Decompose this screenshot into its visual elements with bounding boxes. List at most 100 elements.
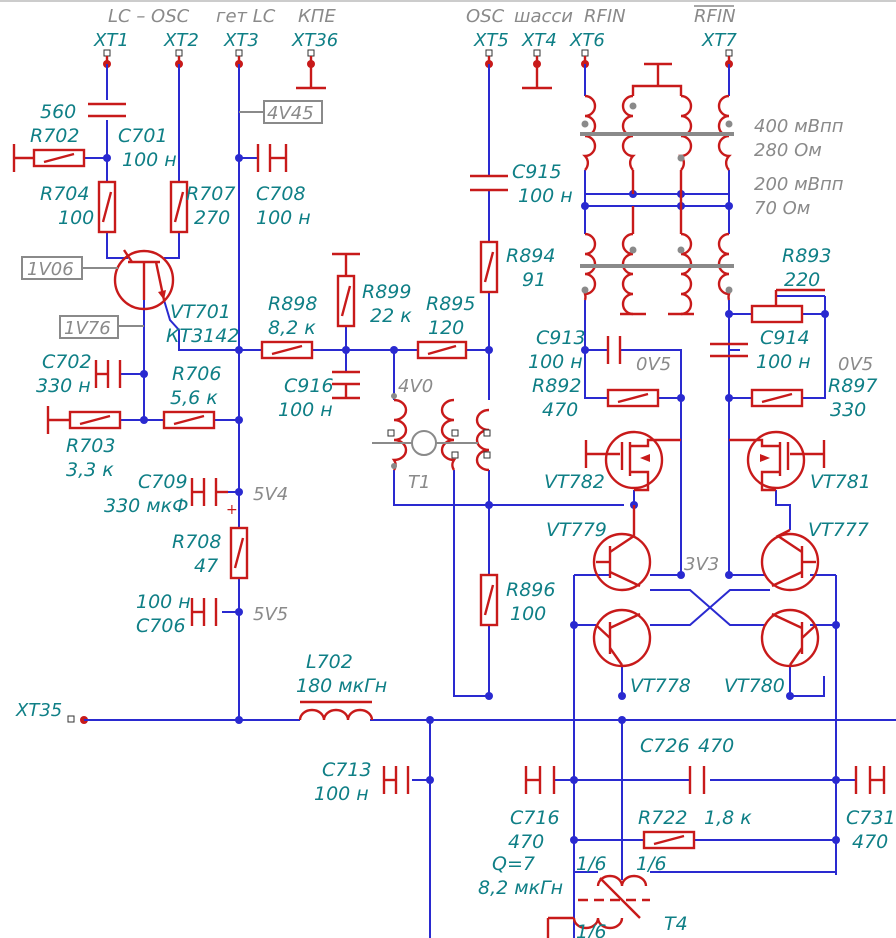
- resistor-r704: [97, 180, 117, 234]
- header-xt7: RFIN: [694, 6, 736, 27]
- value-c713: 100 н: [314, 783, 369, 805]
- rf-transformer-bank: [580, 62, 734, 316]
- label-r899: R899: [362, 281, 411, 303]
- value-r898: 8,2 к: [268, 317, 316, 339]
- transformer-t4: [546, 874, 650, 938]
- resistor-r898: [260, 340, 314, 360]
- header-xt3: гет LC: [216, 6, 276, 27]
- net-label-5v5: 5V5: [253, 604, 288, 625]
- capacitor-c914: [710, 342, 748, 358]
- resistor-r722: [642, 830, 696, 850]
- resistor-r897: [750, 388, 804, 408]
- label-c708: C708: [256, 183, 306, 205]
- label-c731: C731: [846, 807, 896, 829]
- note-line1: 400 мВпп: [754, 116, 844, 137]
- value-vt701: КТ3142: [166, 325, 239, 347]
- label-r894: R894: [506, 245, 555, 267]
- capacitor-c702: [94, 360, 122, 388]
- transformer-notes: 400 мВпп 280 Ом 200 мВпп 70 Ом: [754, 116, 844, 219]
- capacitor-c916: [332, 370, 360, 400]
- label-c915: C915: [512, 161, 562, 183]
- label-c913: C913: [536, 327, 586, 349]
- t4-q-factor: Q=7: [492, 853, 535, 875]
- value-r894: 91: [522, 269, 546, 291]
- label-c706: C706: [136, 615, 186, 637]
- connector-xt2: XT2: [163, 30, 199, 51]
- connector-pins: [67, 49, 733, 724]
- label-r702: R702: [30, 125, 79, 147]
- value-c731: 470: [852, 831, 888, 853]
- label-vt701: VT701: [170, 301, 231, 323]
- resistor-r896: [479, 573, 499, 627]
- resistor-r708: [229, 526, 249, 580]
- transistor-vt779: [592, 505, 652, 592]
- label-c914: C914: [760, 327, 810, 349]
- t4-tap2: 1/6: [636, 853, 667, 875]
- header-xt36: КПЕ: [298, 6, 336, 27]
- wires: [84, 64, 896, 938]
- label-c702: C702: [42, 351, 92, 373]
- label-vt781: VT781: [810, 471, 871, 493]
- value-t4: 8,2 мкГн: [478, 877, 563, 899]
- label-r722: R722: [638, 807, 687, 829]
- capacitor-c726: [688, 766, 706, 794]
- label-c916: C916: [284, 375, 334, 397]
- connector-xt36: XT36: [291, 30, 338, 51]
- value-r707: 270: [194, 207, 230, 229]
- value-c913: 100 н: [528, 351, 583, 373]
- value-c560: 560: [40, 101, 76, 123]
- mosfet-vt781: [729, 430, 826, 492]
- value-r703: 3,3 к: [66, 459, 114, 481]
- capacitor-c915: [470, 174, 508, 192]
- header-xt1: LC – OSC: [108, 6, 190, 27]
- inductor-l702: [298, 700, 374, 721]
- connector-xt5: XT5: [473, 30, 509, 51]
- value-l702: 180 мкГн: [296, 675, 387, 697]
- note-line2: 280 Ом: [754, 140, 822, 161]
- resistor-r703: [46, 406, 122, 434]
- capacitor-c731: [854, 766, 886, 794]
- label-vt779: VT779: [546, 519, 607, 541]
- transistor-vt777: [760, 528, 820, 592]
- label-c713: C713: [322, 759, 372, 781]
- net-label-4v0: 4V0: [398, 376, 433, 397]
- value-r899: 22 к: [370, 305, 412, 327]
- capacitor-c706: [190, 598, 218, 626]
- connector-xt6: XT6: [569, 30, 605, 51]
- net-label-1v76: 1V76: [64, 318, 111, 339]
- connector-xt7: XT7: [701, 30, 737, 51]
- label-r707: R707: [186, 183, 235, 205]
- value-r895: 120: [428, 317, 464, 339]
- value-c701: 100 н: [122, 149, 177, 171]
- label-t4: T4: [664, 913, 688, 935]
- value-c916: 100 н: [278, 399, 333, 421]
- label-r896: R896: [506, 579, 555, 601]
- t4-tap3: 1/6: [576, 921, 607, 938]
- value-c706: 100 н: [136, 591, 191, 613]
- value-r893: 220: [784, 269, 820, 291]
- mosfet-vt782: [584, 430, 681, 492]
- label-c709: C709: [138, 471, 188, 493]
- resistor-r895: [416, 340, 468, 360]
- capacitor-c713: [382, 766, 410, 794]
- resistor-r899: [332, 252, 360, 328]
- net-label-5v4: 5V4: [253, 484, 288, 505]
- capacitor-c709: +: [190, 478, 238, 518]
- resistor-r706: [162, 410, 216, 430]
- header-xt5: OSC: [466, 6, 505, 27]
- resistor-r892: [606, 388, 660, 408]
- capacitor-c708: [256, 144, 288, 172]
- label-r704: R704: [40, 183, 89, 205]
- label-r898: R898: [268, 293, 317, 315]
- connector-ids: XT1 XT2 XT3 XT36 XT5 XT4 XT6 XT7 XT35: [15, 30, 737, 721]
- resistor-r707: [169, 180, 189, 234]
- value-r897: 330: [830, 399, 866, 421]
- resistor-r894: [479, 240, 499, 294]
- label-vt782: VT782: [544, 471, 605, 493]
- value-r896: 100: [510, 603, 546, 625]
- label-c701: C701: [118, 125, 168, 147]
- net-label-0v5-left: 0V5: [636, 354, 671, 375]
- transformer-t1: [372, 393, 491, 472]
- value-c702: 330 н: [36, 375, 91, 397]
